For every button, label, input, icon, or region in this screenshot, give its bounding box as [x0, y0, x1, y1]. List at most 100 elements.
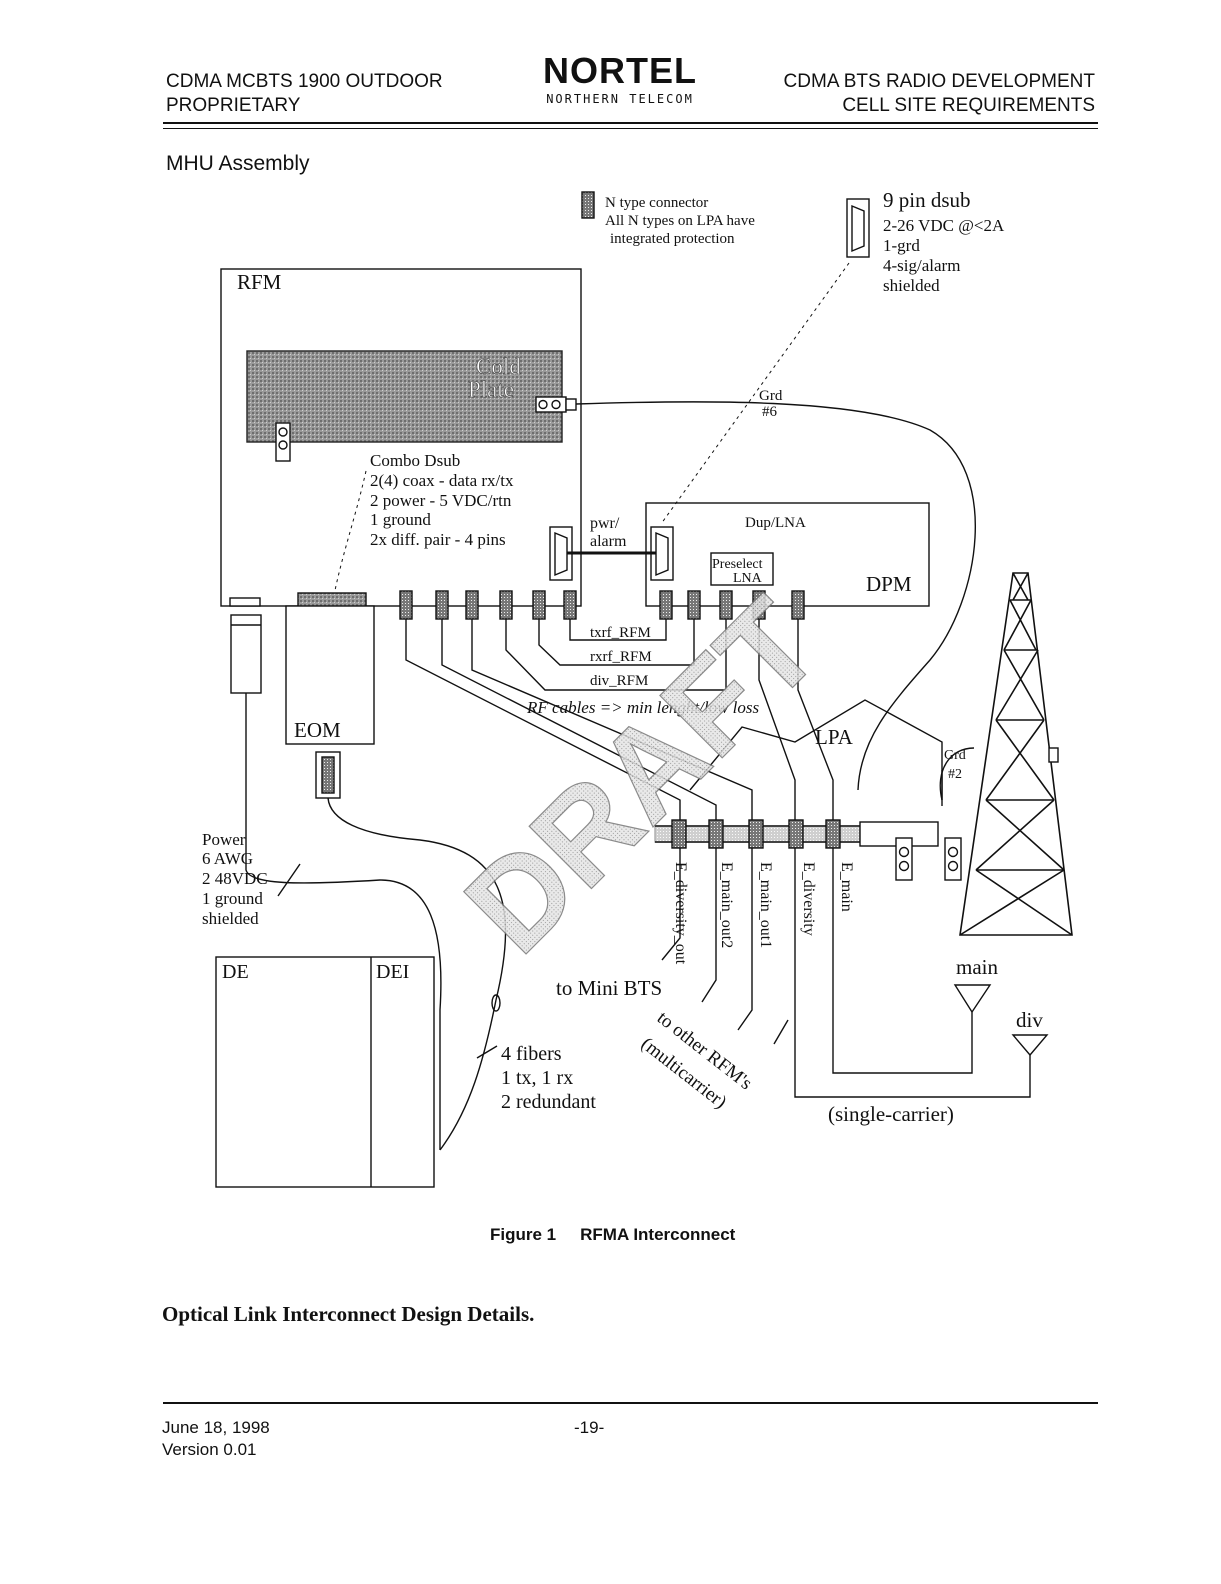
rf-cables-note: RF cables => min lenght/low loss — [526, 698, 760, 717]
rxrf-rfm-cable — [538, 619, 695, 666]
lpa-outline — [689, 699, 943, 800]
port-label-diversity-out: E_diversity_out — [672, 862, 689, 965]
grd6-label-2: #6 — [762, 404, 778, 420]
dsub-legend-voltage: 2-26 VDC @<2A — [883, 216, 1005, 235]
rf-cable-2 — [441, 619, 717, 823]
rf-cable-3 — [471, 619, 753, 823]
to-mini-bts-label: to Mini BTS — [556, 976, 662, 1000]
div-antenna-feed — [794, 848, 1031, 1098]
rfm-label: RFM — [237, 270, 282, 294]
header-rule-thick — [163, 122, 1098, 124]
diagram-shapes — [215, 191, 1073, 1188]
power-cable-connector — [230, 614, 262, 694]
single-carrier-label: (single-carrier) — [828, 1102, 954, 1126]
doc-classification: PROPRIETARY — [166, 95, 301, 116]
rfm-n-connectors — [399, 590, 805, 620]
main-antenna-label: main — [956, 955, 998, 979]
header-right: CDMA BTS RADIO DEVELOPMENT CELL SITE REQ… — [784, 70, 1095, 118]
grd2-label-1: Grd — [944, 748, 966, 763]
footer-date: June 18, 1998 — [162, 1418, 270, 1437]
fibers-label-1: 4 fibers — [501, 1043, 562, 1065]
fibers-label-3: 2 redundant — [501, 1091, 596, 1113]
fiber-loop — [491, 994, 501, 1012]
cold-plate-label-1: Cold — [476, 354, 521, 379]
div-antenna-label: div — [1016, 1008, 1043, 1032]
grd2-label-2: #2 — [948, 767, 962, 782]
preselect-label-1: Preselect — [712, 557, 763, 572]
rf-cable-4 — [758, 619, 796, 823]
port-label-main: E_main — [838, 862, 855, 912]
power-cable-tick — [277, 863, 301, 897]
doc-product: CDMA MCBTS 1900 OUTDOOR — [166, 71, 443, 92]
power-label-2: 6 AWG — [202, 849, 253, 868]
port-label-main-out1: E_main_out1 — [757, 862, 774, 948]
lpa-n-connectors — [671, 819, 841, 849]
dup-lna-label: Dup/LNA — [745, 515, 806, 531]
power-label-4: 1 ground — [202, 889, 263, 908]
section-subheading: Optical Link Interconnect Design Details… — [162, 1302, 535, 1326]
power-label-1: Power — [202, 830, 246, 849]
lpa-label: LPA — [815, 725, 854, 749]
power-cable — [245, 693, 442, 1150]
lpa-ground-lug-2 — [944, 837, 962, 881]
logo-subtitle: NORTHERN TELECOM — [546, 92, 694, 106]
section-title: MHU Assembly — [166, 152, 310, 175]
figure-number: Figure 1 — [490, 1225, 557, 1244]
main-antenna-feed — [832, 848, 973, 1074]
eom-box — [285, 605, 375, 745]
diversity-out-stub — [661, 848, 681, 961]
dsub-legend-icon — [846, 198, 870, 258]
tower — [959, 572, 1073, 936]
figure-title: RFMA Interconnect — [580, 1225, 736, 1244]
power-label-3: 2 48VDC — [202, 869, 268, 888]
txrf-rfm-label: txrf_RFM — [590, 625, 651, 641]
dsub-legend-title: 9 pin dsub — [883, 188, 971, 212]
port-label-main-out2: E_main_out2 — [718, 862, 735, 948]
cold-plate-label-2: Plate — [468, 377, 514, 402]
footer-rule — [163, 1402, 1098, 1404]
dsub-legend-shielded: shielded — [883, 276, 940, 295]
rxrf-rfm-label: rxrf_RFM — [590, 649, 652, 665]
combo-dsub-diff-pair: 2x diff. pair - 4 pins — [370, 530, 506, 549]
de-box — [215, 956, 435, 1188]
preselect-label-2: LNA — [733, 571, 763, 586]
pwr-alarm-label-2: alarm — [590, 533, 627, 550]
combo-dsub-power: 2 power - 5 VDC/rtn — [370, 491, 512, 510]
header-rule-thin — [163, 128, 1098, 129]
figure-caption: Figure 1 RFMA Interconnect — [490, 1225, 759, 1245]
n-connector-legend-icon — [581, 191, 595, 219]
fiber-cable — [327, 797, 507, 1151]
dsub-leader-line — [660, 262, 850, 525]
eom-label: EOM — [294, 718, 341, 742]
combo-dsub-coax: 2(4) coax - data rx/tx — [370, 471, 514, 490]
rf-cable-5 — [797, 619, 834, 823]
txrf-rfm-cable — [569, 619, 667, 641]
fiber-tick — [476, 1045, 498, 1059]
div-rfm-cable — [505, 619, 727, 691]
dpm-box — [645, 502, 930, 607]
doc-department: CDMA BTS RADIO DEVELOPMENT — [783, 71, 1095, 92]
n-connector-legend-1: N type connector — [605, 195, 708, 211]
tower-light — [1048, 747, 1059, 763]
dsub-legend-inner — [851, 204, 865, 253]
port-label-diversity: E_diversity — [800, 862, 817, 936]
preselect-lna-box — [710, 552, 774, 586]
power-entry — [229, 597, 261, 607]
dpm-label: DPM — [866, 572, 912, 596]
lpa-ground-lug-1 — [895, 837, 913, 881]
combo-dsub-ground: 1 ground — [370, 510, 431, 529]
fibers-label-2: 1 tx, 1 rx — [501, 1067, 573, 1089]
dei-label: DEI — [376, 961, 409, 983]
ground-6-wire — [575, 401, 976, 791]
rf-cable-1 — [405, 619, 681, 823]
footer-left: June 18, 1998 Version 0.01 — [162, 1417, 270, 1461]
dsub-legend-signal: 4-sig/alarm — [883, 256, 960, 275]
pwr-alarm-label-1: pwr/ — [590, 515, 620, 532]
page-number: -19- — [574, 1418, 605, 1437]
n-connector-legend-3: integrated protection — [610, 231, 735, 247]
n-connector-legend-2: All N types on LPA have — [605, 213, 755, 229]
div-antenna — [1011, 1034, 1049, 1057]
combo-dsub-title: Combo Dsub — [370, 451, 460, 470]
logo-wordmark: NORTEL — [543, 50, 697, 91]
power-label-5: shielded — [202, 909, 259, 928]
